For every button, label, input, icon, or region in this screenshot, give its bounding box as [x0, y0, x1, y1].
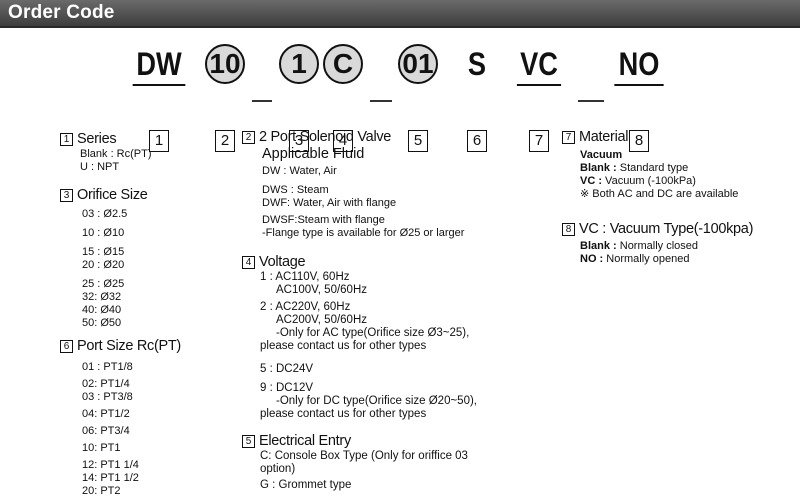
- header-bar: Order Code: [0, 0, 800, 28]
- section-number: 6: [60, 339, 73, 353]
- section-title: Port Size Rc(PT): [77, 338, 181, 354]
- list-item: DW : Water, Air: [262, 165, 337, 177]
- list-item: 50: Ø50: [82, 317, 122, 329]
- code-part-voltage: 01: [398, 44, 438, 84]
- list-item: Blank : Standard type: [580, 162, 689, 174]
- list-item: -Only for DC type(Orifice size Ø20~50),: [276, 395, 477, 407]
- list-item: DWS : Steam: [262, 184, 329, 196]
- list-item: option): [260, 463, 296, 475]
- code-number-box: 2: [215, 130, 235, 152]
- code-part-electrical: C: [323, 44, 363, 84]
- section-number: 2: [242, 130, 255, 144]
- code-number-box: 6: [467, 130, 487, 152]
- section-title: Orifice Size: [77, 187, 148, 203]
- list-item: 12: PT1 1/4: [82, 459, 139, 471]
- section-number: 8: [562, 222, 575, 236]
- list-item: 20: PT2: [82, 485, 121, 497]
- list-item: NO : Normally opened: [580, 253, 690, 265]
- section-voltage: 4 Voltage 1 : AC110V, 60Hz AC100V, 50/60H…: [242, 253, 562, 421]
- list-item: please contact us for other types: [260, 408, 427, 420]
- list-item: AC100V, 50/60Hz: [276, 284, 368, 296]
- list-item: 25 : Ø25: [82, 278, 125, 290]
- section-number: 7: [562, 130, 575, 144]
- list-item: please contact us for other types: [260, 340, 427, 352]
- section-title: Voltage: [259, 254, 306, 270]
- list-item: 04: PT1/2: [82, 408, 130, 420]
- list-item: -Flange type is available for Ø25 or lar…: [262, 227, 465, 239]
- list-item: 10 : Ø10: [82, 227, 125, 239]
- code-number-box: 8: [629, 130, 649, 152]
- list-item: 20 : Ø20: [82, 259, 125, 271]
- code-number-box: 1: [149, 130, 169, 152]
- section-subtitle: Applicable Fluid: [262, 146, 365, 162]
- section-title: VC : Vacuum Type(-100kpa): [579, 221, 754, 237]
- code-dash: [370, 100, 392, 102]
- list-item: 1 : AC110V, 60Hz: [260, 271, 350, 283]
- list-item: U : NPT: [80, 161, 120, 173]
- list-item: 10: PT1: [82, 442, 121, 454]
- code-number-box: 3: [289, 130, 309, 152]
- list-item: 9 : DC12V: [260, 382, 314, 394]
- section-orifice-size: 3 Orifice Size 03 : Ø2.5 10 : Ø10 15 : Ø1…: [60, 186, 220, 330]
- list-item: Blank : Normally closed: [580, 240, 698, 252]
- list-item: 03 : Ø2.5: [82, 208, 128, 220]
- list-item: 02: PT1/4: [82, 378, 130, 390]
- section-title: 2 Port Solenoid Valve: [259, 129, 392, 145]
- list-item: ※ Both AC and DC are available: [580, 188, 739, 200]
- section-electrical-entry: 5 Electrical Entry C: Console Box Type (O…: [242, 432, 562, 492]
- code-number-box: 7: [529, 130, 549, 152]
- section-title: Material: [579, 129, 629, 145]
- list-item: 40: Ø40: [82, 304, 122, 316]
- list-item: DWSF:Steam with flange: [262, 214, 385, 226]
- section-number: 3: [60, 188, 73, 202]
- code-part-orifice: 1: [279, 44, 319, 84]
- section-port-size: 6 Port Size Rc(PT) 01 : PT1/8 02: PT1/4 0…: [60, 337, 230, 498]
- list-item: 03 : PT3/8: [82, 391, 133, 403]
- list-item: DWF: Water, Air with flange: [262, 197, 397, 209]
- list-item: AC200V, 50/60Hz: [276, 314, 368, 326]
- list-item: C: Console Box Type (Only for oriffice 0…: [260, 450, 468, 462]
- code-dash: [578, 100, 604, 102]
- section-number: 1: [60, 132, 73, 146]
- section-title: Series: [77, 131, 117, 147]
- list-item: 5 : DC24V: [260, 363, 314, 375]
- list-item: 14: PT1 1/2: [82, 472, 139, 484]
- code-dash: [252, 100, 272, 102]
- order-code-diagram: DW 10 1 C 01 S VC NO 1 2 3 4 5 6 7 8: [0, 40, 800, 152]
- section-number: 4: [242, 255, 255, 269]
- section-number: 5: [242, 434, 255, 448]
- code-part-vacuum: NO: [614, 44, 664, 86]
- section-material: 7 Material Vacuum Blank : Standard type V…: [562, 128, 792, 201]
- section-vacuum-type: 8 VC : Vacuum Type(-100kpa) Blank : Norma…: [562, 220, 798, 266]
- code-number-box: 5: [408, 130, 428, 152]
- list-item: 2 : AC220V, 60Hz: [260, 301, 351, 313]
- page-title: Order Code: [8, 2, 115, 23]
- code-number-box: 4: [333, 130, 353, 152]
- list-item: -Only for AC type(Orifice size Ø3~25),: [276, 327, 470, 339]
- code-part-material: VC: [516, 44, 562, 86]
- list-item: Vacuum: [580, 149, 623, 161]
- list-item: G : Grommet type: [260, 479, 352, 491]
- list-item: 06: PT3/4: [82, 425, 130, 437]
- code-part-valve: 10: [205, 44, 245, 84]
- list-item: 01 : PT1/8: [82, 361, 133, 373]
- list-item: VC : Vacuum (-100kPa): [580, 175, 696, 187]
- list-item: 15 : Ø15: [82, 246, 125, 258]
- list-item: 32: Ø32: [82, 291, 122, 303]
- section-series: 1 Series Blank : Rc(PT) U : NPT: [60, 130, 220, 174]
- list-item: Blank : Rc(PT): [80, 148, 152, 160]
- code-part-port: S: [467, 46, 487, 82]
- section-title: Electrical Entry: [259, 433, 351, 449]
- code-part-series: DW: [132, 44, 186, 86]
